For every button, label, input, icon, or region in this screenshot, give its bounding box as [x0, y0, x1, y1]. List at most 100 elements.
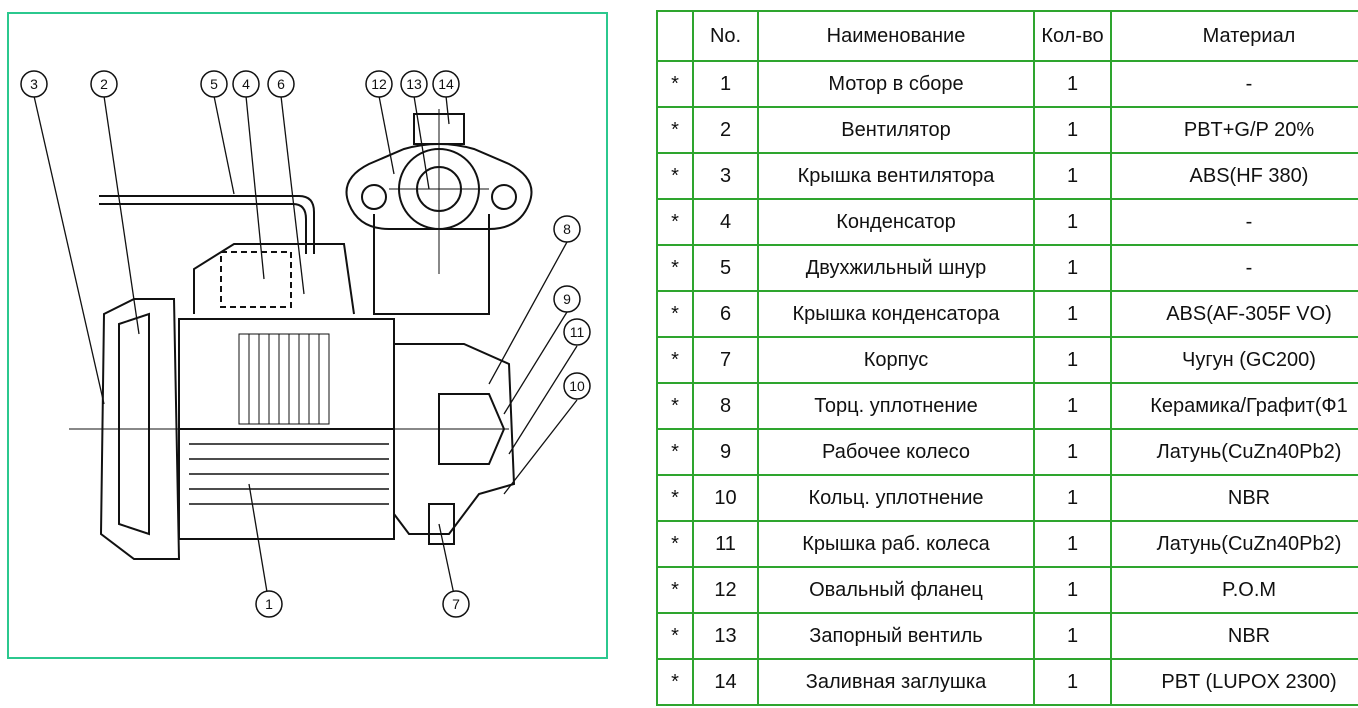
row-number: 4 [692, 198, 759, 246]
motor-upper-shape [178, 318, 395, 430]
pump-body-shape [393, 343, 516, 535]
callout-circle [553, 215, 581, 243]
cable-shape [99, 195, 315, 254]
row-material: Латунь(CuZn40Pb2) [1110, 520, 1358, 568]
callout-circle [255, 590, 283, 618]
row-name: Конденсатор [757, 198, 1035, 246]
row-quantity: 1 [1033, 612, 1112, 660]
callout-label: 3 [30, 76, 38, 92]
row-material: ABS(HF 380) [1110, 152, 1358, 200]
row-material: - [1110, 244, 1358, 292]
row-number: 8 [692, 382, 759, 430]
callout-1: 1 [255, 590, 283, 618]
callout-8: 8 [553, 215, 581, 243]
row-mark: * [656, 244, 694, 292]
header-mark [656, 10, 694, 62]
row-mark: * [656, 290, 694, 338]
callout-label: 9 [563, 291, 571, 307]
row-name: Кольц. уплотнение [757, 474, 1035, 522]
row-mark: * [656, 658, 694, 706]
row-quantity: 1 [1033, 106, 1112, 154]
row-mark: * [656, 520, 694, 568]
motor-fins [189, 443, 389, 505]
row-name: Заливная заглушка [757, 658, 1035, 706]
callout-circle [90, 70, 118, 98]
row-quantity: 1 [1033, 198, 1112, 246]
row-name: Запорный вентиль [757, 612, 1035, 660]
callout-4: 4 [232, 70, 260, 98]
row-name: Крышка вентилятора [757, 152, 1035, 200]
row-material: PBT+G/P 20% [1110, 106, 1358, 154]
fan-shape [118, 312, 150, 536]
callout-circle [432, 70, 460, 98]
callout-label: 4 [242, 76, 250, 92]
row-mark: * [656, 382, 694, 430]
header-no: No. [692, 10, 759, 62]
oval-flange-shape [345, 143, 533, 230]
row-number: 11 [692, 520, 759, 568]
callout-label: 11 [570, 324, 585, 340]
row-number: 7 [692, 336, 759, 384]
row-name: Крышка конденсатора [757, 290, 1035, 338]
row-material: NBR [1110, 612, 1358, 660]
callout-label: 5 [210, 76, 218, 92]
callout-circle [232, 70, 260, 98]
callout-label: 12 [371, 76, 387, 92]
callout-circle [365, 70, 393, 98]
callout-7: 7 [442, 590, 470, 618]
row-number: 1 [692, 60, 759, 108]
row-name: Крышка раб. колеса [757, 520, 1035, 568]
row-mark: * [656, 474, 694, 522]
row-quantity: 1 [1033, 244, 1112, 292]
row-quantity: 1 [1033, 60, 1112, 108]
row-number: 14 [692, 658, 759, 706]
row-material: ABS(AF-305F VO) [1110, 290, 1358, 338]
row-number: 5 [692, 244, 759, 292]
row-material: Керамика/Графит(Ф1 [1110, 382, 1358, 430]
callout-2: 2 [90, 70, 118, 98]
row-quantity: 1 [1033, 520, 1112, 568]
row-number: 3 [692, 152, 759, 200]
row-mark: * [656, 152, 694, 200]
row-name: Овальный фланец [757, 566, 1035, 614]
stator-windings [238, 333, 330, 425]
row-mark: * [656, 106, 694, 154]
callout-11: 11 [563, 318, 591, 346]
header-name: Наименование [757, 10, 1035, 62]
row-material: P.O.M [1110, 566, 1358, 614]
header-qty: Кол-во [1033, 10, 1112, 62]
callout-12: 12 [365, 70, 393, 98]
callout-5: 5 [200, 70, 228, 98]
motor-lower-shape [178, 428, 395, 540]
callout-circle [400, 70, 428, 98]
row-material: - [1110, 60, 1358, 108]
row-number: 13 [692, 612, 759, 660]
row-quantity: 1 [1033, 566, 1112, 614]
callout-label: 13 [406, 76, 422, 92]
callout-circle [563, 372, 591, 400]
callout-10: 10 [563, 372, 591, 400]
row-material: PBT (LUPOX 2300) [1110, 658, 1358, 706]
impeller-shape [438, 393, 506, 465]
row-mark: * [656, 566, 694, 614]
row-quantity: 1 [1033, 428, 1112, 476]
row-quantity: 1 [1033, 382, 1112, 430]
callout-3: 3 [20, 70, 48, 98]
callout-circle [442, 590, 470, 618]
callout-circle [267, 70, 295, 98]
row-material: Латунь(CuZn40Pb2) [1110, 428, 1358, 476]
row-mark: * [656, 198, 694, 246]
row-name: Двухжильный шнур [757, 244, 1035, 292]
callout-14: 14 [432, 70, 460, 98]
